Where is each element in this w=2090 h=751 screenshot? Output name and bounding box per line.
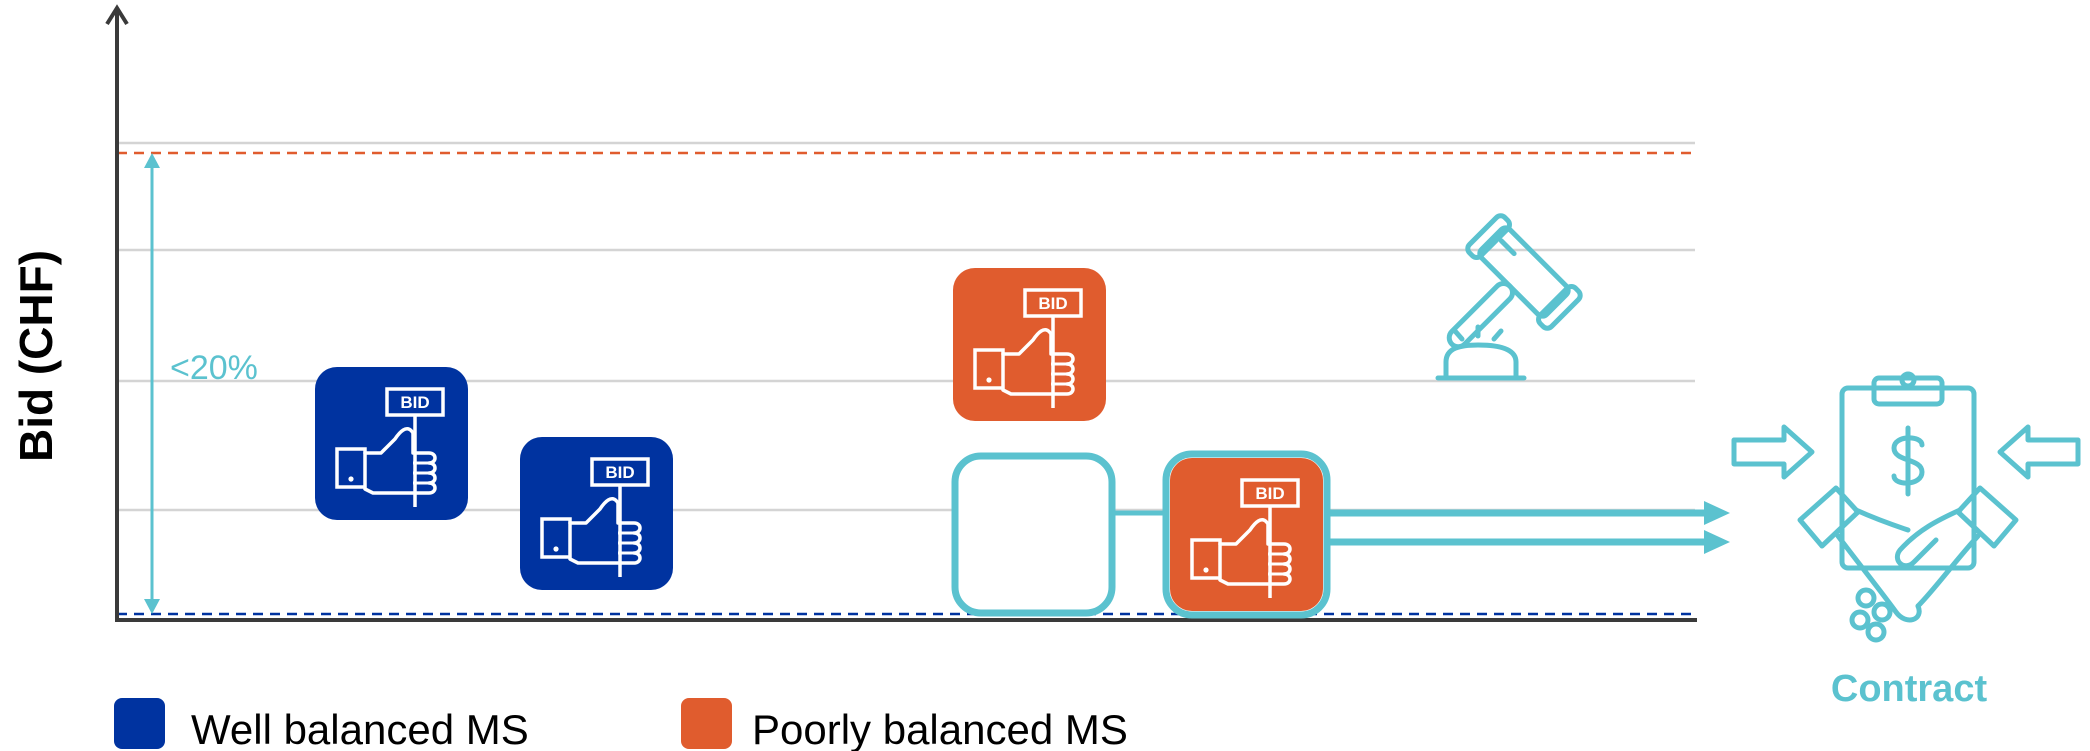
legend: Well balanced MS Poorly balanced MS (114, 698, 1128, 751)
legend-label-poorly-balanced: Poorly balanced MS (752, 706, 1128, 751)
legend-swatch-well-balanced (114, 698, 165, 749)
bid-sign-label: BID (605, 463, 634, 482)
legend-swatch-poorly-balanced (681, 698, 732, 749)
contract-handshake-icon (1731, 371, 2081, 643)
bid-tile-poorly-balanced: BID (953, 268, 1106, 421)
range-indicator (144, 153, 160, 614)
bid-sign-label: BID (400, 393, 429, 412)
y-axis-arrowhead (105, 4, 129, 26)
contract-label: Contract (1831, 668, 1988, 710)
selected-bid-tile-poorly-balanced: BID (1162, 450, 1331, 619)
bid-sign-label: BID (1255, 484, 1284, 503)
legend-label-well-balanced: Well balanced MS (191, 706, 529, 751)
bid-tile-well-balanced: BID (315, 367, 468, 520)
bid-sign-label: BID (1038, 294, 1067, 313)
y-axis-title: Bid (CHF) (10, 250, 62, 462)
bid-tile-well-balanced: BID (520, 437, 673, 590)
arrow-right-icon (1322, 501, 1730, 554)
empty-bid-slot (951, 452, 1116, 617)
range-label: <20% (170, 349, 258, 387)
gavel-icon (1435, 213, 1583, 381)
